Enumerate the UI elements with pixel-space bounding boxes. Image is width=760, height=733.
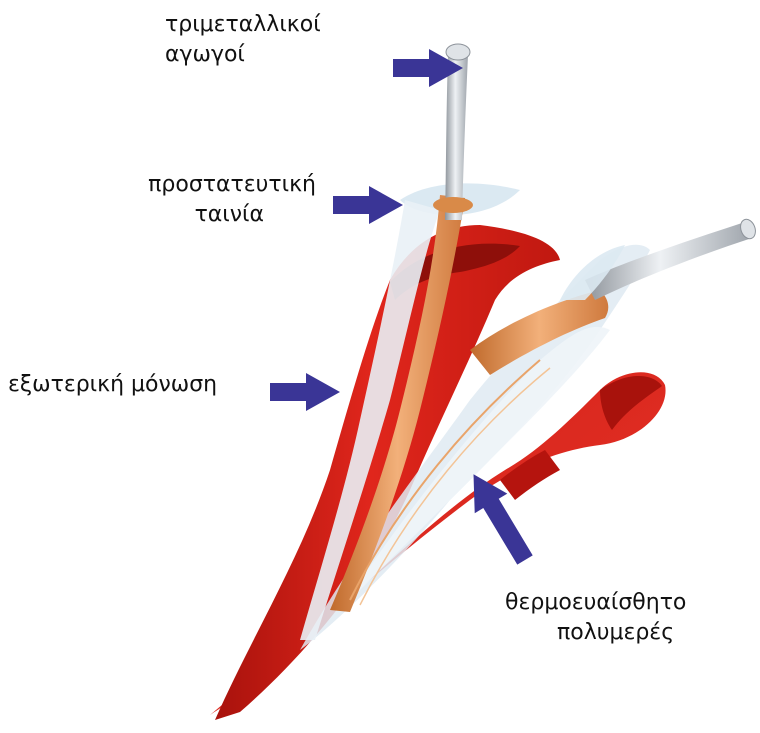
arrow-right-icon <box>393 49 463 87</box>
arrow-right-icon <box>333 186 403 224</box>
arrow-up-left-icon <box>457 464 541 569</box>
arrow-right-icon <box>270 373 340 411</box>
